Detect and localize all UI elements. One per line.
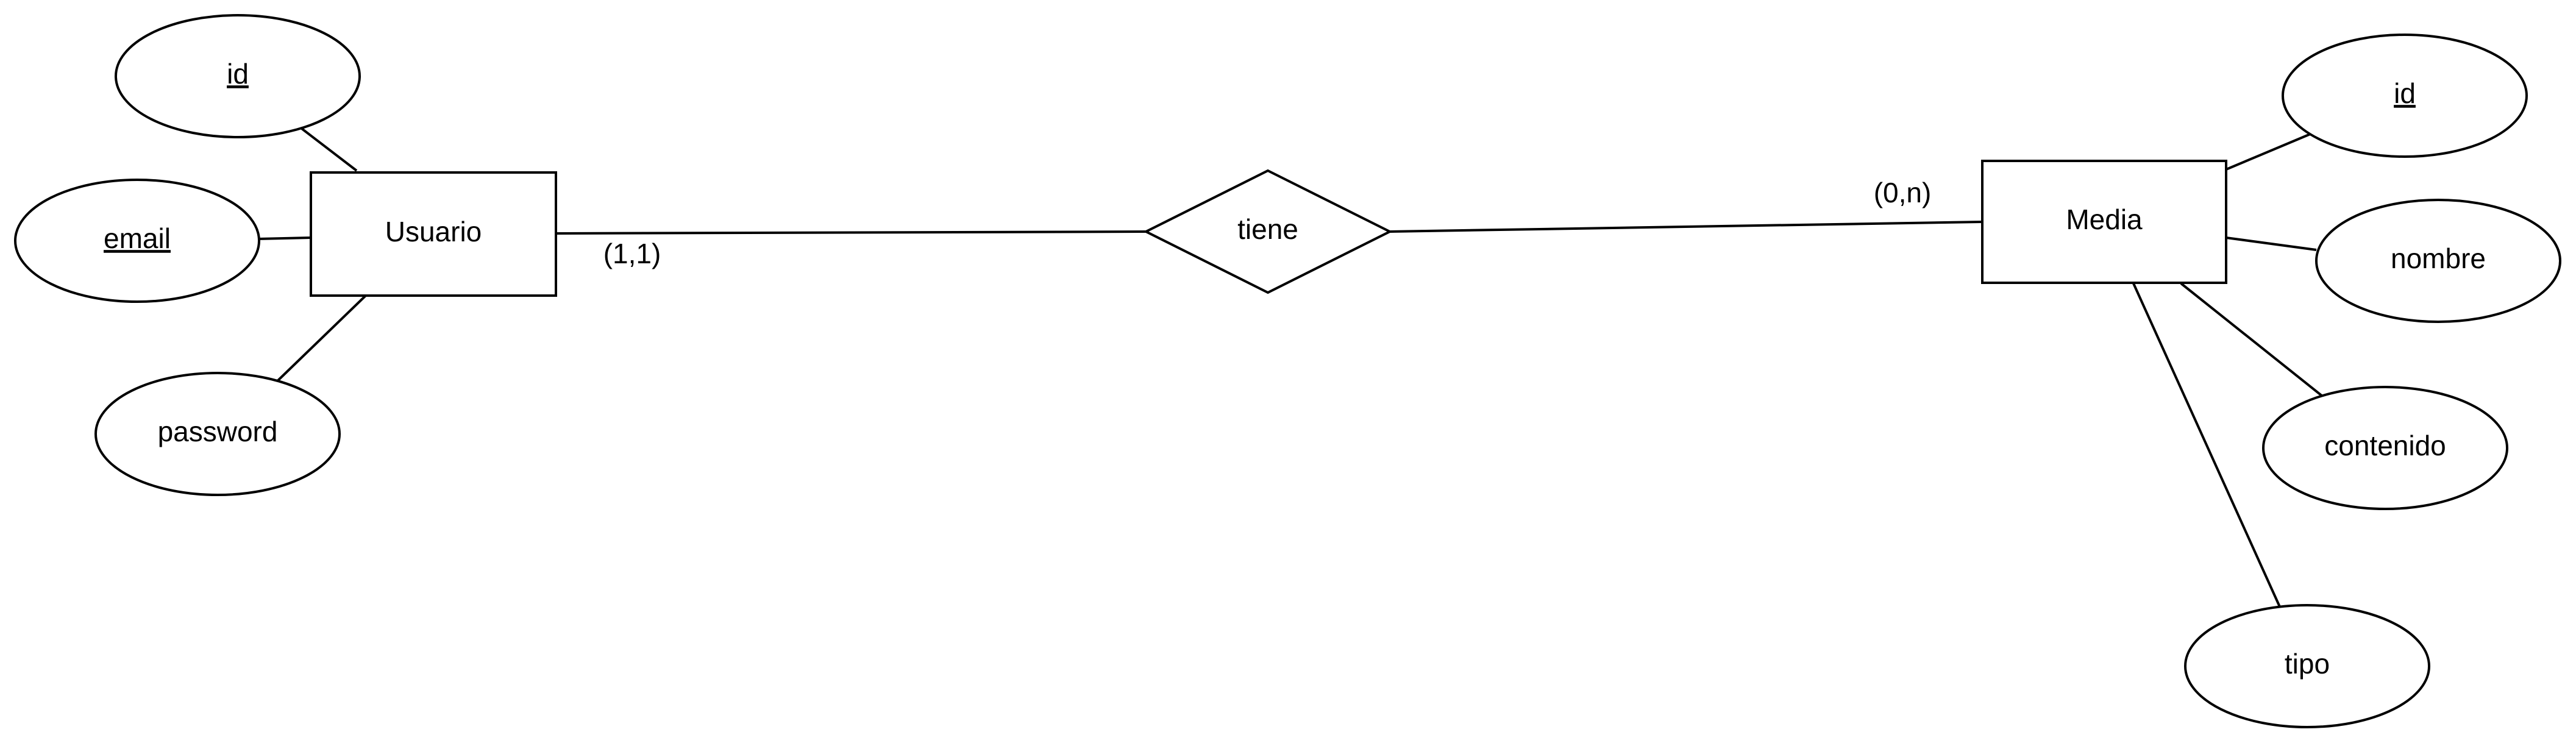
attribute-media-tipo[interactable]: [2184, 604, 2430, 728]
attribute-media-nombre-label: nombre: [2391, 243, 2486, 274]
media-id-connector: [2226, 133, 2311, 171]
attribute-media-id-label: id: [2394, 77, 2416, 109]
usuario-email-connector: [257, 236, 311, 240]
usuario-id-connector: [301, 127, 358, 172]
attribute-usuario-password-label: password: [158, 416, 278, 447]
attribute-usuario-id-label: id: [227, 58, 249, 90]
usuario-tiene-connector: [555, 230, 1147, 235]
attribute-usuario-email-label: email: [104, 222, 171, 254]
cardinality-usuario-label: (1,1): [603, 238, 661, 269]
attribute-media-id[interactable]: [2282, 34, 2528, 158]
relationship-tiene[interactable]: [1143, 169, 1393, 294]
media-nombre-connector: [2226, 236, 2317, 251]
entity-usuario[interactable]: [310, 171, 557, 297]
attribute-usuario-password[interactable]: [94, 372, 341, 496]
relationship-tiene-label: tiene: [1237, 213, 1298, 245]
media-tipo-connector: [2132, 283, 2282, 610]
media-contenido-connector: [2180, 282, 2324, 397]
entity-media-label: Media: [2066, 204, 2143, 235]
attribute-usuario-id[interactable]: [115, 14, 361, 138]
entity-media[interactable]: [1981, 160, 2227, 284]
attribute-media-contenido[interactable]: [2262, 386, 2508, 510]
attribute-media-nombre[interactable]: [2315, 199, 2561, 323]
attribute-media-tipo-label: tipo: [2285, 648, 2330, 680]
entity-usuario-label: Usuario: [385, 216, 482, 247]
cardinality-media-label: (0,n): [1874, 177, 1932, 208]
usuario-password-connector: [273, 294, 367, 385]
attribute-media-contenido-label: contenido: [2324, 430, 2446, 461]
tiene-media-connector: [1389, 221, 1983, 233]
attribute-usuario-email[interactable]: [14, 179, 260, 303]
